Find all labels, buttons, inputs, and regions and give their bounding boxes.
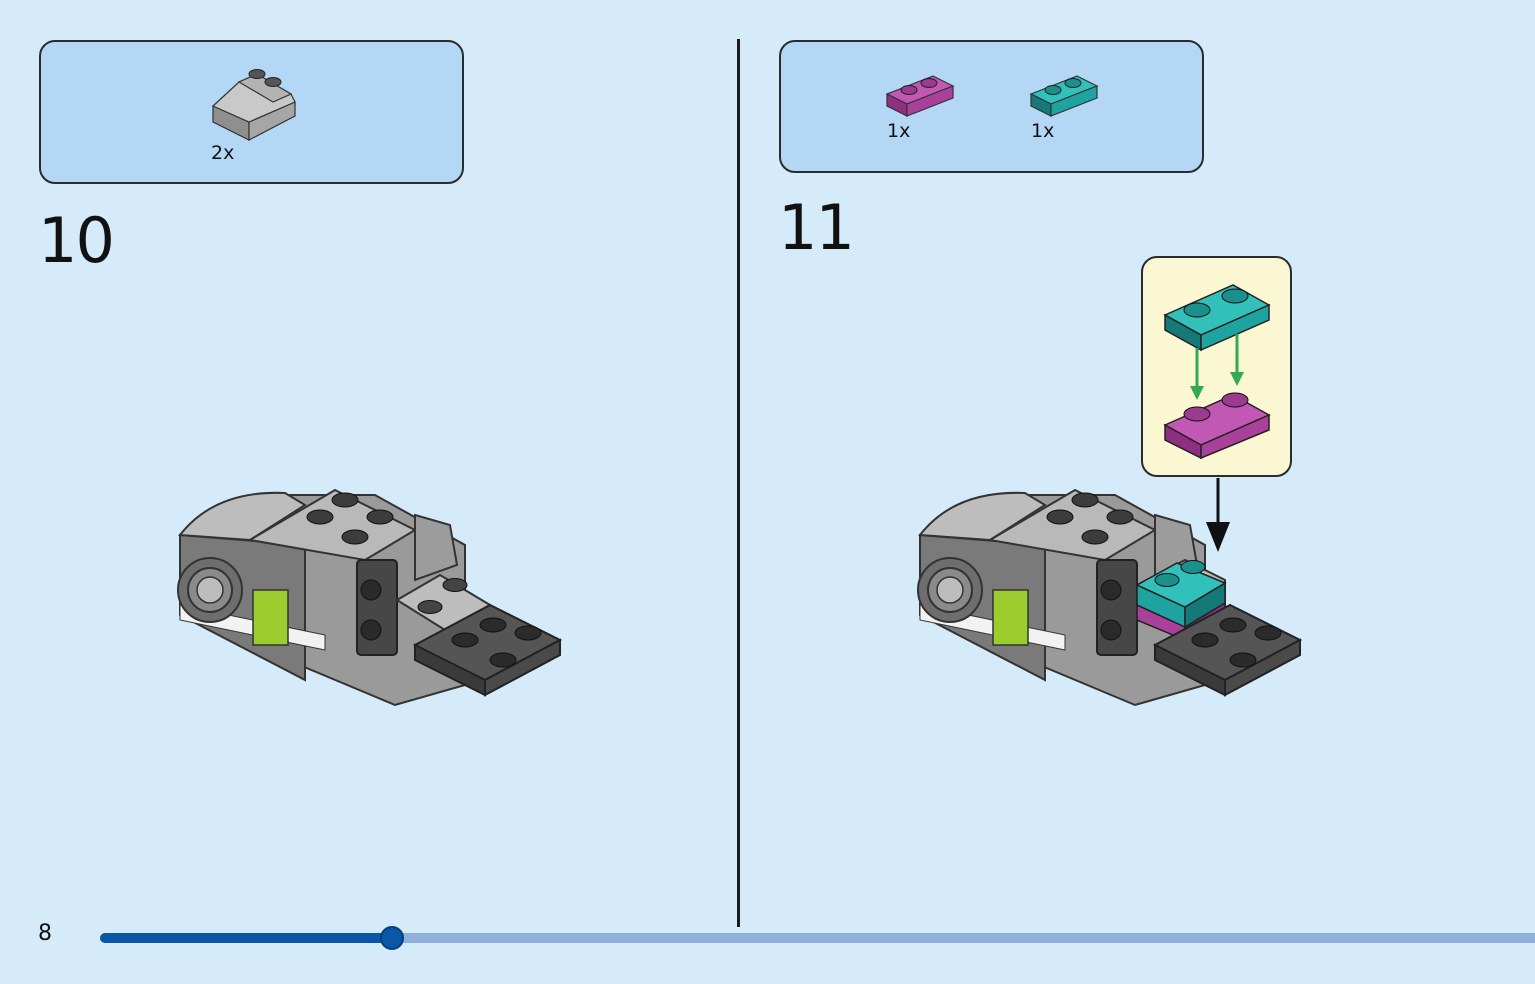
parts-box-step-10: 2x [39, 40, 464, 184]
subassembly-illustration [1163, 284, 1271, 460]
step-number-10: 10 [38, 204, 115, 277]
model-step-11-illustration [917, 488, 1303, 707]
teal-plate-icon [1029, 75, 1099, 117]
model-step-10-illustration [177, 488, 563, 707]
progress-bar-fill [100, 933, 393, 943]
magenta-plate-icon [885, 75, 955, 117]
step-number-11: 11 [778, 191, 855, 264]
gray-slope-brick-icon [211, 69, 296, 141]
part-quantity: 2x [211, 142, 235, 164]
part-quantity: 1x [1031, 120, 1055, 142]
page-divider [737, 39, 740, 927]
progress-bar [100, 926, 1535, 950]
progress-knob[interactable] [380, 926, 405, 950]
parts-box-step-11: 1x 1x [779, 40, 1204, 173]
page-number: 8 [38, 921, 52, 946]
part-quantity: 1x [887, 120, 911, 142]
subassembly-callout [1141, 256, 1292, 477]
placement-arrow-icon [1206, 478, 1230, 552]
